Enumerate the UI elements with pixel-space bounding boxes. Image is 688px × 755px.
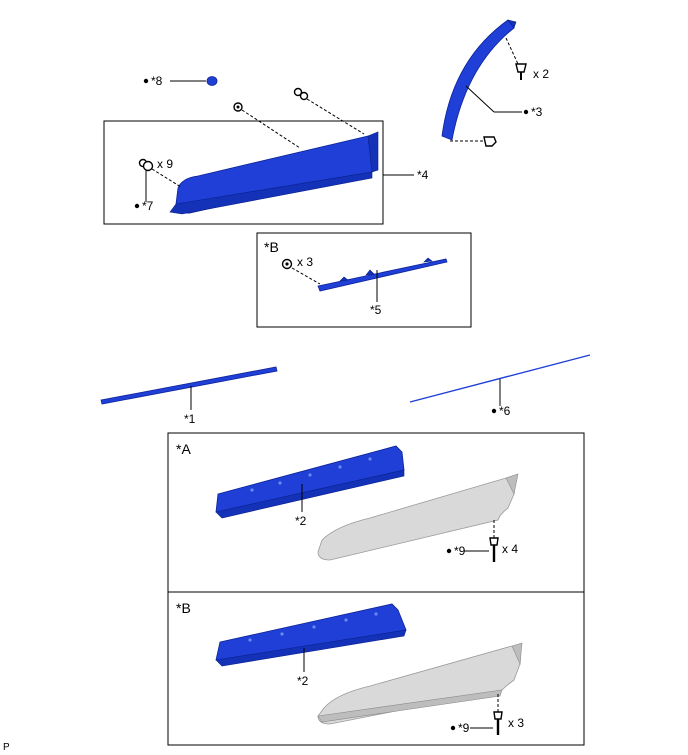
label-part-8: *8: [151, 74, 163, 88]
clip-top-a: [233, 102, 301, 149]
grey-rocker-body: [317, 477, 515, 561]
clip-icon: [142, 160, 154, 172]
part-3-group: x 2 *3: [441, 19, 549, 147]
qty-part-3: x 2: [533, 67, 549, 81]
grey-rocker-end: [505, 473, 519, 495]
grey-rocker-body-b: [317, 645, 521, 725]
part-3-tip: [507, 19, 517, 29]
part-4-end-cap: [367, 131, 379, 173]
clip-icon: [293, 87, 303, 97]
part-8-cap: [206, 76, 218, 86]
part-5-group: x 3 *5: [281, 255, 448, 317]
mount-hole: [250, 488, 254, 492]
part-5-moulding: [317, 258, 448, 292]
part-6-tape: [409, 354, 591, 403]
pin-clip-icon: [493, 711, 503, 720]
part-2-reinforcement-b: [215, 603, 407, 665]
panel-b-part-2: *2: [215, 603, 407, 688]
label-part-6: *6: [499, 404, 511, 418]
label-part-2a: *2: [295, 514, 307, 528]
leader-3: [465, 85, 495, 113]
grey-rocker-lower-b: [317, 689, 503, 723]
qty-part-9a: x 4: [502, 542, 518, 556]
footer-code: P: [3, 742, 10, 753]
qty-part-5: x 3: [297, 255, 313, 269]
dashed-leader-5: [291, 267, 321, 285]
callout-dot-8: [143, 78, 149, 84]
dashed-leader-clip-a: [241, 109, 301, 149]
label-part-9b: *9: [458, 721, 470, 735]
panel-b-grey-rocker: x 3 *9: [317, 642, 524, 735]
mount-hole: [278, 481, 282, 485]
label-panel-a: *A: [176, 441, 191, 457]
label-part-7: *7: [142, 199, 154, 213]
frame-inset-b: [256, 232, 472, 328]
screw-icon: [515, 63, 527, 73]
mount-hole: [344, 618, 348, 622]
panel-a-grey-rocker: x 4 *9: [317, 473, 519, 562]
mount-hole: [280, 632, 284, 636]
part-1-group: *1: [100, 366, 278, 426]
part-7-group: x 9 *7: [134, 157, 182, 213]
label-part-5: *5: [370, 303, 382, 317]
dashed-leader-clip-b: [306, 98, 365, 135]
mount-hole: [312, 625, 316, 629]
mount-hole: [308, 473, 312, 477]
panel-b-frame: [167, 591, 585, 746]
part-3-arch: [441, 19, 515, 141]
qty-part-9b: x 3: [508, 716, 524, 730]
callout-dot-6: [491, 408, 497, 414]
part-8-group: *8: [143, 74, 218, 88]
label-part-4: *4: [417, 168, 429, 182]
part-4-rocker-panel: [169, 131, 379, 215]
clip-icon: [299, 91, 309, 101]
part-4-lower-flange: [169, 171, 373, 215]
grey-rocker-end-b: [511, 642, 523, 666]
part-2-flange-b: [215, 629, 407, 667]
screw-icon: [483, 136, 497, 147]
label-part-9a: *9: [454, 544, 466, 558]
part-6-group: *6: [409, 354, 591, 418]
callout-dot-7: [134, 203, 140, 209]
frame-part-4: [103, 120, 384, 225]
label-part-1: *1: [184, 412, 196, 426]
part-2-flange: [215, 469, 405, 519]
part-1-strip: [100, 366, 278, 405]
label-inset-b: *B: [264, 239, 279, 255]
mount-hole: [248, 638, 252, 642]
label-part-3: *3: [531, 105, 543, 119]
clip-top-b: [293, 87, 365, 135]
label-panel-b: *B: [176, 600, 191, 616]
clip-center-icon: [236, 105, 240, 109]
callout-dot-9a: [446, 548, 452, 554]
qty-part-7: x 9: [157, 157, 173, 171]
mount-hole: [338, 465, 342, 469]
panel-a-part-2: *2: [215, 445, 405, 528]
dashed-leader-7: [151, 168, 182, 188]
callout-dot-3: [523, 109, 529, 115]
mount-hole: [374, 612, 378, 616]
callout-dot-9b: [450, 725, 456, 731]
dashed-leader-3a: [505, 37, 519, 65]
pin-clip-icon: [489, 537, 499, 546]
label-part-2b: *2: [297, 674, 309, 688]
clip-center-icon: [285, 262, 289, 266]
mount-hole: [368, 457, 372, 461]
part-5-tabs: [339, 257, 433, 282]
